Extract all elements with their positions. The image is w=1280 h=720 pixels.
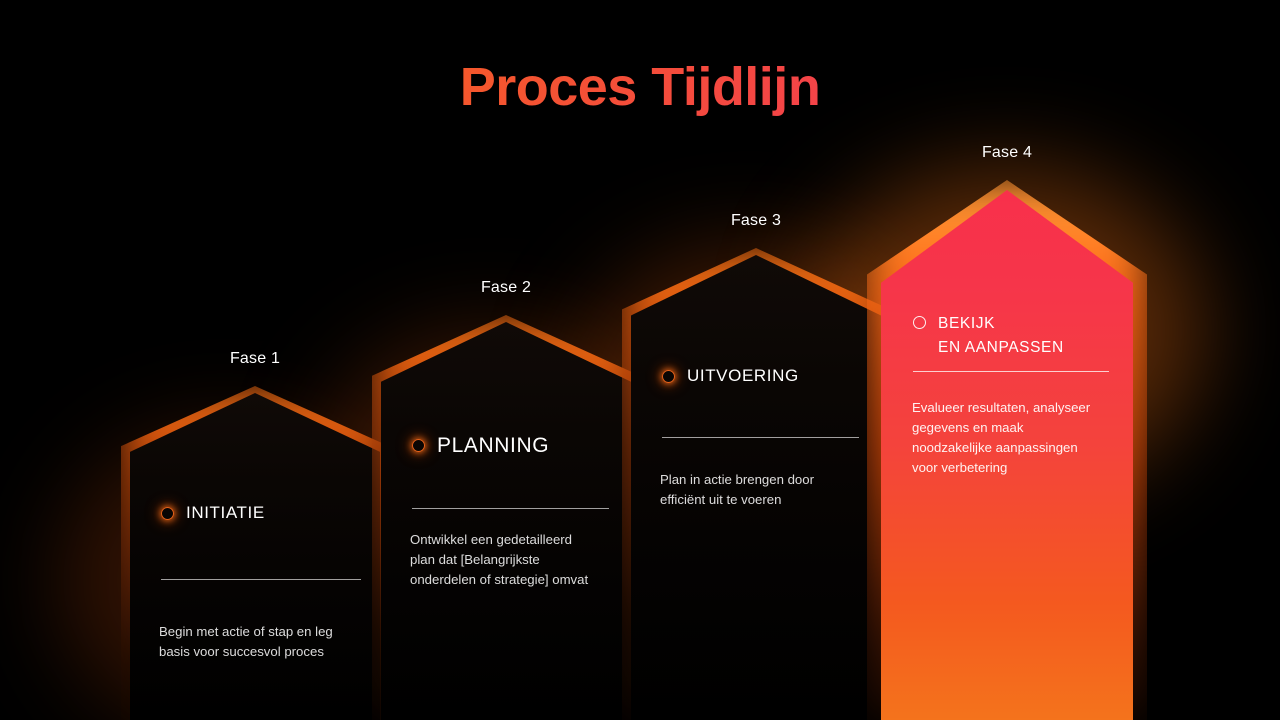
phase-card-1[interactable]: INITIATIE Begin met actie of stap en leg… xyxy=(130,393,380,720)
phase-content-2: PLANNING Ontwikkel een gedetailleerd pla… xyxy=(381,322,631,720)
phase-content-4: BEKIJK EN AANPASSEN Evalueer resultaten,… xyxy=(881,190,1133,720)
circle-outline-icon xyxy=(161,507,174,520)
phase-divider-2 xyxy=(412,508,609,509)
phase-heading-row-4: BEKIJK EN AANPASSEN xyxy=(913,312,1113,360)
phase-card-4[interactable]: BEKIJK EN AANPASSEN Evalueer resultaten,… xyxy=(881,190,1133,720)
phase-label-1: Fase 1 xyxy=(229,350,281,367)
phase-heading-row-3: UITVOERING xyxy=(662,365,867,387)
phase-heading-2: PLANNING xyxy=(437,434,550,457)
phase-body-1: Begin met actie of stap en leg basis voo… xyxy=(159,624,333,660)
phase-heading-4: BEKIJK EN AANPASSEN xyxy=(938,315,1064,357)
phase-column-3: Fase 3 UITVOERING Plan in actie brengen … xyxy=(622,212,890,720)
phase-divider-3 xyxy=(662,437,859,438)
phase-body-3: Plan in actie brengen door efficiënt uit… xyxy=(660,472,814,508)
phase-card-2[interactable]: PLANNING Ontwikkel een gedetailleerd pla… xyxy=(381,322,631,720)
phase-card-3[interactable]: UITVOERING Plan in actie brengen door ef… xyxy=(631,255,881,720)
phase-heading-row-2: PLANNING xyxy=(412,432,612,460)
page-title: Proces Tijdlijn xyxy=(0,57,1280,117)
phase-heading-3: UITVOERING xyxy=(687,366,799,385)
phase-heading-1: INITIATIE xyxy=(186,503,265,522)
phase-divider-1 xyxy=(161,579,361,580)
phase-label-3: Fase 3 xyxy=(730,212,782,229)
circle-outline-icon xyxy=(662,370,675,383)
phase-content-3: UITVOERING Plan in actie brengen door ef… xyxy=(631,255,881,720)
phase-column-1: Fase 1 INITIATIE Begin met actie of stap… xyxy=(121,350,389,720)
phase-column-4: Fase 4 BEKIJK EN AANPASSEN Evalueer resu… xyxy=(867,144,1147,720)
phase-label-4: Fase 4 xyxy=(981,144,1033,161)
phase-heading-row-1: INITIATIE xyxy=(161,502,357,524)
circle-outline-icon xyxy=(913,316,926,329)
phase-content-1: INITIATIE Begin met actie of stap en leg… xyxy=(130,393,380,720)
circle-outline-icon xyxy=(412,439,425,452)
phase-body-4: Evalueer resultaten, analyseer gegevens … xyxy=(912,400,1091,476)
phase-body-2: Ontwikkel een gedetailleerd plan dat [Be… xyxy=(410,532,589,588)
phase-label-2: Fase 2 xyxy=(480,279,532,296)
phase-divider-4 xyxy=(913,371,1109,372)
phase-column-2: Fase 2 PLANNING Ontwikkel een gedetaille… xyxy=(372,279,640,720)
